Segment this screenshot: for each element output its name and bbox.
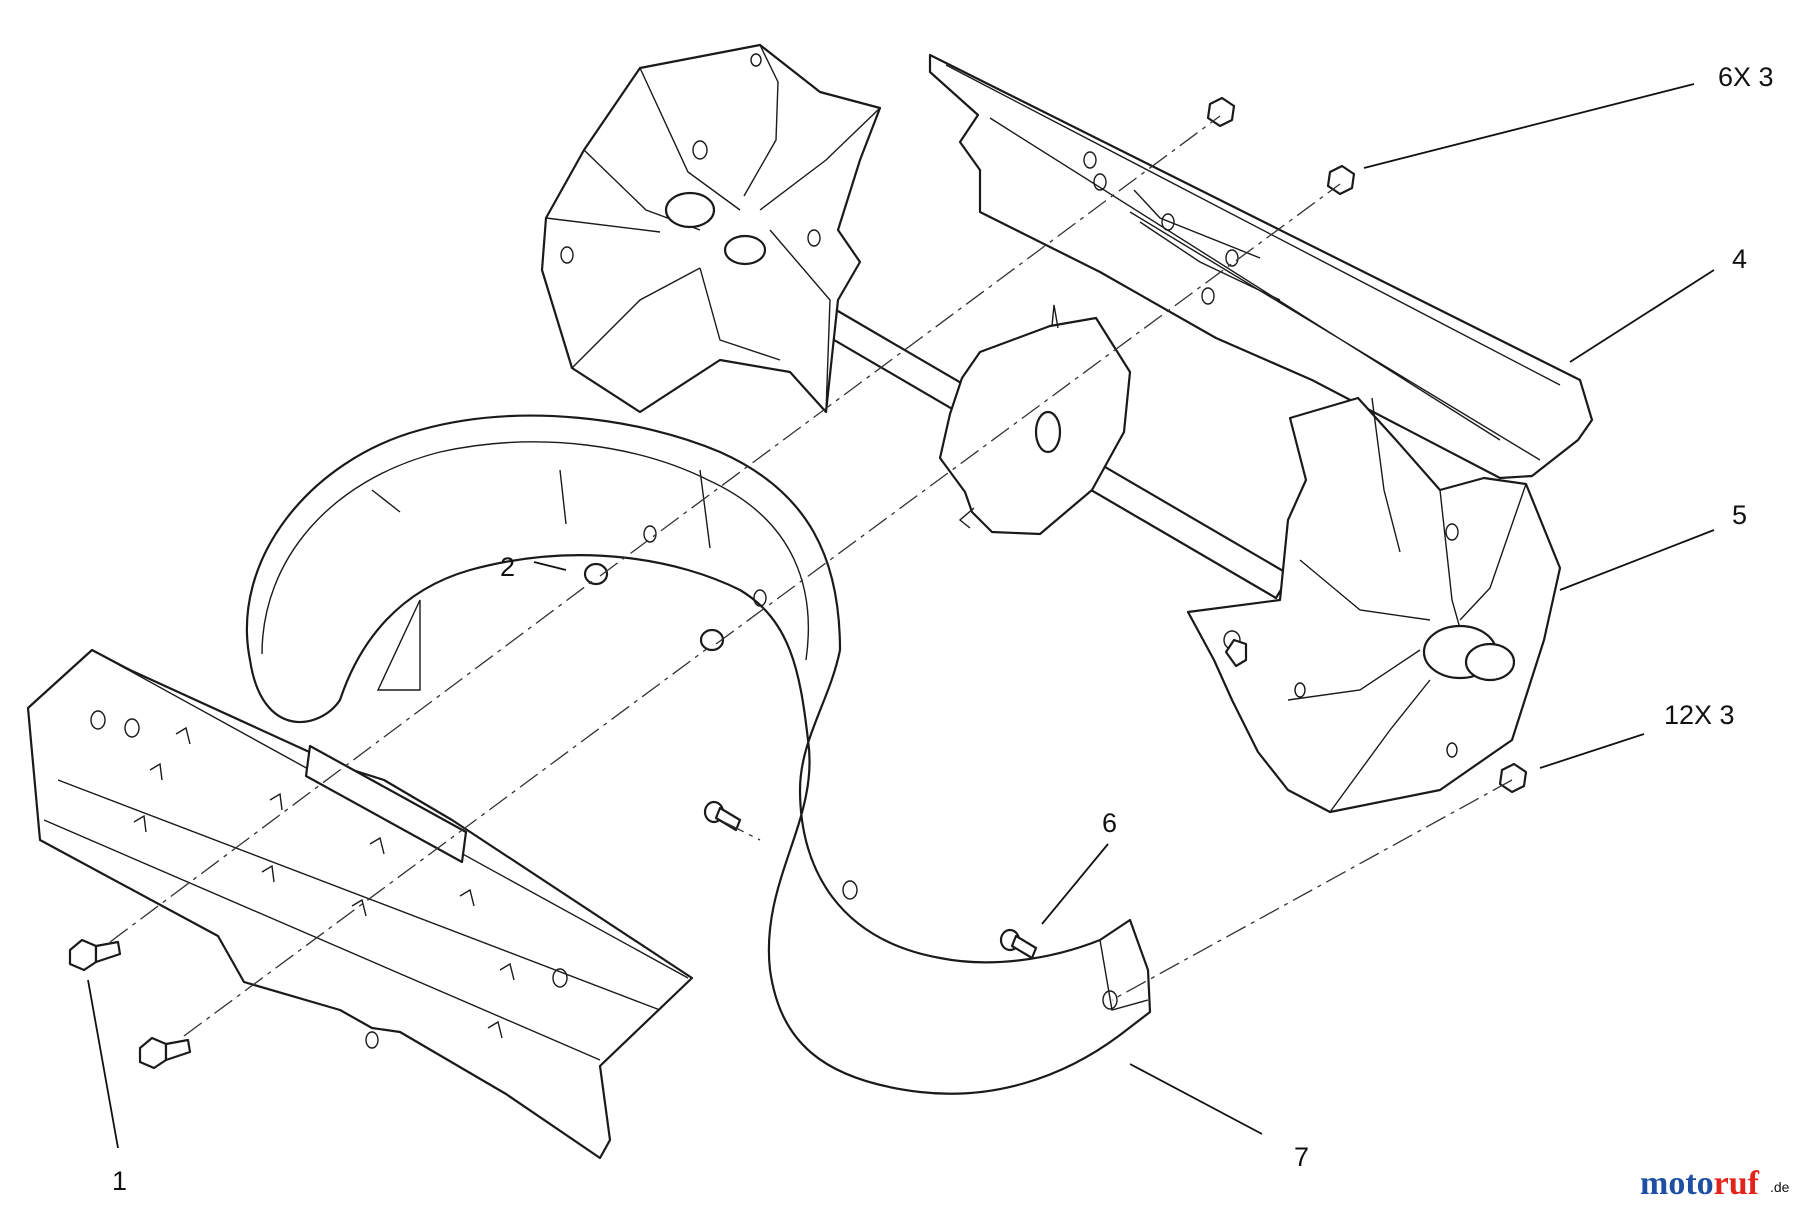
watermark-logo: motoruf .de (1640, 1165, 1790, 1202)
callout-2: 2 (500, 552, 515, 582)
watermark-brand-right: ruf (1714, 1165, 1760, 1202)
callout-12x3: 12X 3 (1664, 700, 1735, 730)
svg-text:motoruf: motoruf (1640, 1165, 1760, 1202)
watermark-suffix: .de (1770, 1179, 1790, 1195)
bushing-2 (699, 628, 725, 652)
callout-5: 5 (1732, 500, 1747, 530)
nut-front (1498, 762, 1528, 794)
bushing-1 (583, 562, 609, 586)
nut-rear-2 (1326, 164, 1356, 196)
leader-lines (87, 83, 1715, 1149)
carriage-bolt-1 (703, 800, 742, 832)
callout-6x3: 6X 3 (1718, 62, 1774, 92)
rear-impeller-paddle (540, 43, 882, 414)
callout-6: 6 (1102, 808, 1117, 838)
auger-flight-spiral (245, 414, 1152, 1095)
carriage-bolt-2 (999, 928, 1038, 960)
assembly-lines (109, 115, 1513, 1037)
rear-scraper-bar (928, 53, 1594, 480)
front-impeller-paddle (1186, 396, 1562, 814)
callout-labels: 1 2 4 5 6 7 6X 3 12X 3 (112, 62, 1774, 1196)
hex-bolt-1 (68, 938, 122, 972)
front-scraper-bar (26, 648, 694, 1160)
nut-rear-1 (1206, 96, 1236, 128)
hex-bolt-2 (138, 1036, 192, 1070)
center-plate (938, 304, 1132, 536)
watermark-brand-left: moto (1640, 1165, 1714, 1202)
callout-7: 7 (1294, 1142, 1309, 1172)
callout-4: 4 (1732, 244, 1747, 274)
hardware (68, 96, 1528, 1070)
callout-1: 1 (112, 1166, 127, 1196)
